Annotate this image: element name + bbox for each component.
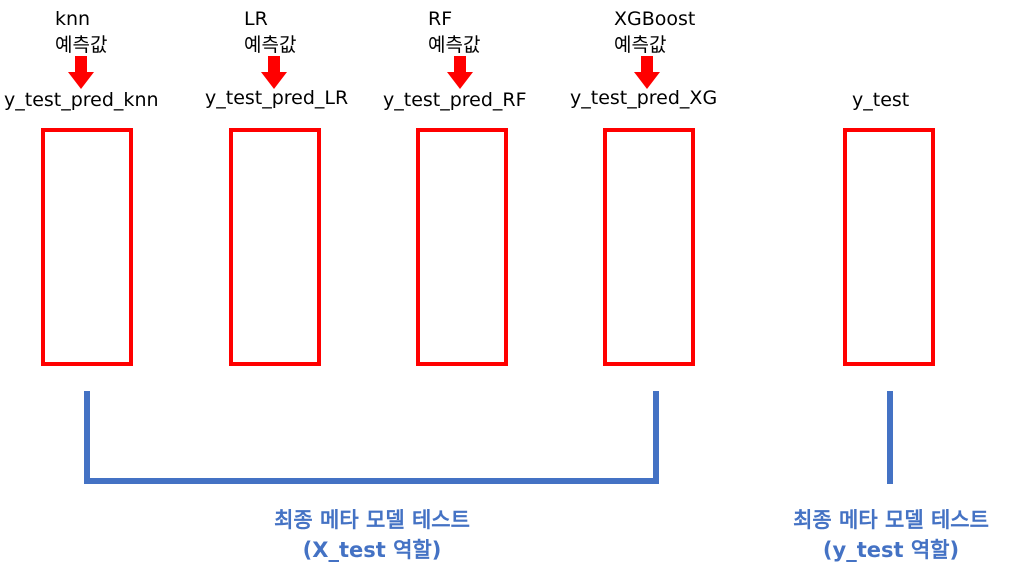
bracket-right-leg — [653, 391, 659, 484]
caption-right: 최종 메타 모델 테스트 (y_test 역할) — [759, 505, 1023, 565]
var-label-rf: y_test_pred_RF — [383, 89, 527, 111]
bracket-left-leg — [84, 391, 90, 484]
pred-label-knn: 예측값 — [55, 34, 108, 56]
caption-right-line2: (y_test 역할) — [822, 538, 960, 562]
pred-box-knn — [41, 128, 133, 366]
pred-label-lr: 예측값 — [244, 34, 297, 56]
model-name-lr: LR — [244, 8, 268, 30]
var-label-xgboost: y_test_pred_XG — [570, 87, 718, 109]
caption-right-line1: 최종 메타 모델 테스트 — [793, 508, 989, 532]
target-connector-line — [887, 391, 893, 484]
bracket-bottom — [84, 478, 659, 484]
arrow-down-icon — [634, 56, 660, 89]
pred-box-lr — [229, 128, 321, 366]
pred-box-xgboost — [603, 128, 695, 366]
var-label-knn: y_test_pred_knn — [4, 89, 159, 111]
arrow-down-icon — [261, 56, 287, 89]
pred-label-xgboost: 예측값 — [614, 34, 667, 56]
var-label-lr: y_test_pred_LR — [205, 87, 349, 109]
caption-left-line1: 최종 메타 모델 테스트 — [274, 508, 470, 532]
target-box — [843, 128, 935, 366]
pred-label-rf: 예측값 — [428, 34, 481, 56]
caption-left: 최종 메타 모델 테스트 (X_test 역할) — [222, 505, 522, 565]
arrow-down-icon — [447, 56, 473, 89]
arrow-down-icon — [68, 56, 94, 89]
model-name-rf: RF — [428, 8, 453, 30]
pred-box-rf — [416, 128, 508, 366]
model-name-xgboost: XGBoost — [614, 8, 696, 30]
model-name-knn: knn — [55, 8, 91, 30]
target-var-label: y_test — [852, 89, 910, 111]
caption-left-line2: (X_test 역할) — [302, 538, 442, 562]
